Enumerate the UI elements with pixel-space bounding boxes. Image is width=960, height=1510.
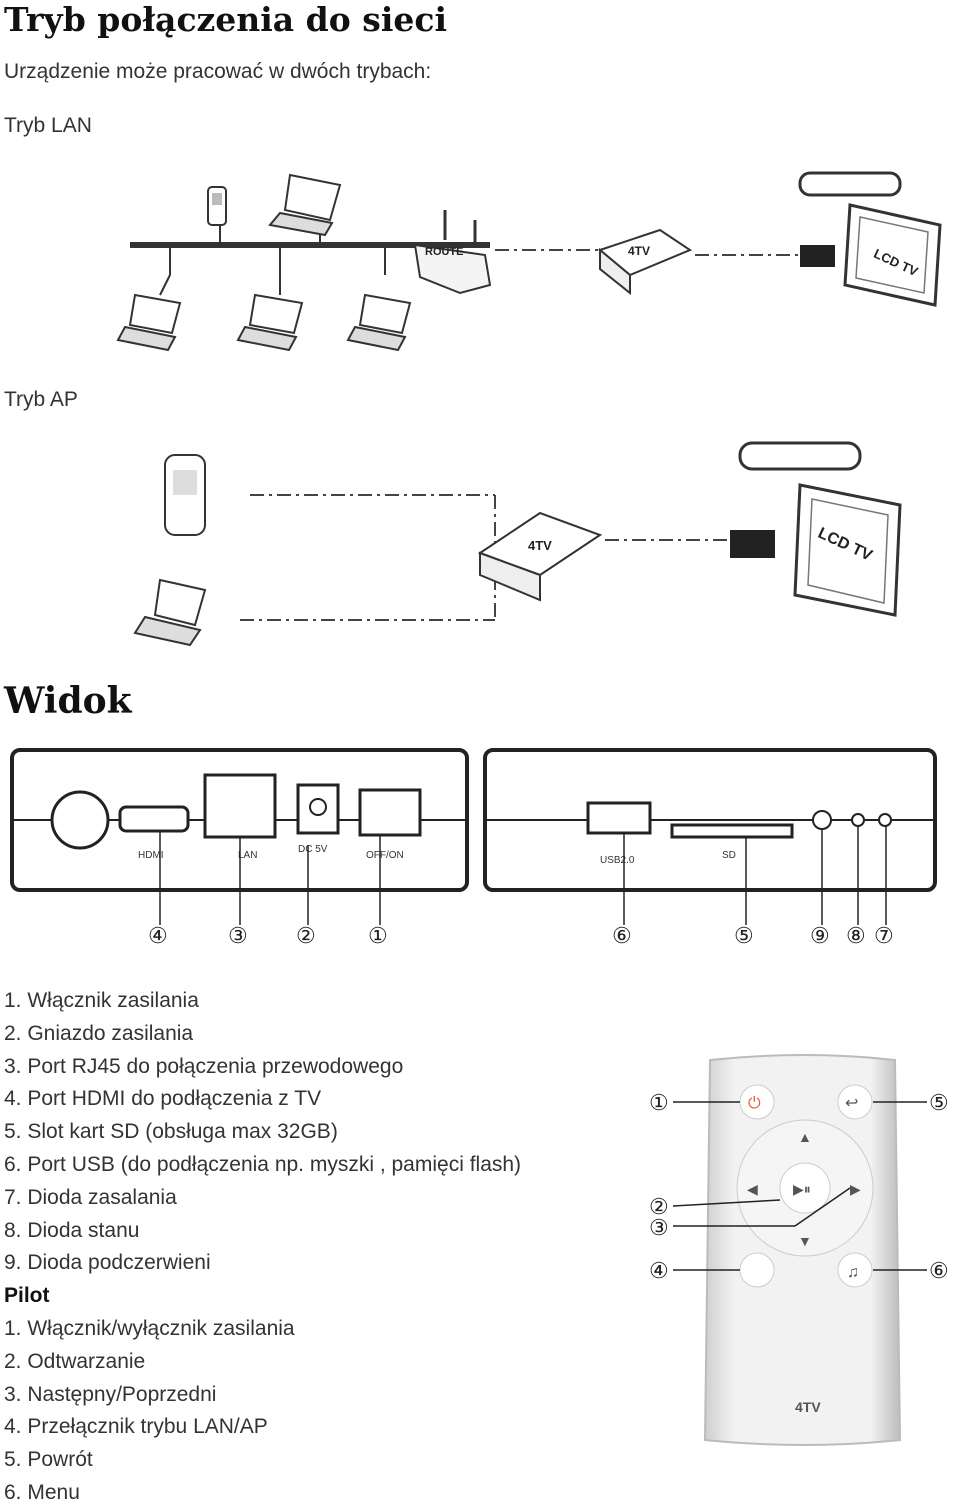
- play-pause-icon: ▶⏸: [793, 1181, 811, 1197]
- mode-button: [739, 1252, 775, 1288]
- dc-label: DC 5V: [298, 844, 328, 855]
- callout-7: ⑦: [874, 923, 894, 948]
- usb-label: USB2.0: [600, 855, 635, 866]
- media-box-icon: 4TV: [597, 228, 693, 296]
- device-panels: HDMI LAN DC 5V OFF/ON USB2.0 SD ④ ③ ② ① …: [10, 748, 937, 948]
- list-item: 2. Gniazdo zasilania: [4, 1021, 194, 1045]
- laptop-icon: [116, 293, 182, 352]
- phone-icon: [164, 454, 206, 536]
- back-button: [837, 1084, 873, 1120]
- callout-4: ④: [148, 923, 168, 948]
- list-item: 3. Następny/Poprzedni: [4, 1382, 217, 1406]
- media-types-icon: [738, 441, 862, 471]
- list-item: 9. Dioda podczerwieni: [4, 1251, 211, 1275]
- view-heading: Widok: [4, 680, 132, 722]
- list-item: 3. Port RJ45 do połączenia przewodowego: [4, 1054, 404, 1078]
- list-item: 1. Włącznik zasilania: [4, 989, 199, 1012]
- lcd-tv-icon: LCD TV: [793, 483, 902, 617]
- intro-text: Urządzenie może pracować w dwóch trybach…: [4, 60, 432, 83]
- callout-6: ⑥: [612, 923, 632, 948]
- hdmi-cable-icon: [730, 530, 775, 558]
- lan-mode-diagram: ROUTE 4TV LCD TV: [116, 171, 942, 352]
- lan-port: [203, 773, 277, 839]
- router-icon: ROUTE: [413, 210, 492, 295]
- remote-callout-2: ②: [649, 1194, 669, 1219]
- callout-3: ③: [228, 923, 248, 948]
- laptop-icon: [268, 173, 342, 237]
- list-item: 5. Slot kart SD (obsługa max 32GB): [4, 1120, 338, 1144]
- lan-label: LAN: [238, 850, 257, 861]
- front-panel: USB2.0 SD: [483, 748, 937, 892]
- menu-button: [837, 1252, 873, 1288]
- remote-heading: Pilot: [4, 1284, 50, 1308]
- remote-callout-6: ⑥: [929, 1258, 949, 1283]
- media-box-icon: 4TV: [477, 511, 603, 602]
- remote-callout-1: ①: [649, 1090, 669, 1115]
- hdmi-cable-icon: [800, 245, 835, 267]
- menu-icon: ♫: [847, 1264, 859, 1281]
- back-panel: HDMI LAN DC 5V OFF/ON: [10, 748, 469, 892]
- remote-callout-4: ④: [649, 1258, 669, 1283]
- list-item: 8. Dioda stanu: [4, 1218, 140, 1242]
- back-icon: ↩: [845, 1095, 858, 1112]
- phone-icon: [207, 186, 227, 226]
- list-item: 6. Port USB (do podłączenia np. myszki ,…: [4, 1152, 522, 1176]
- sd-label: SD: [722, 850, 736, 861]
- list-item: 6. Menu: [4, 1480, 80, 1504]
- list-item: 2. Odtwarzanie: [4, 1349, 146, 1373]
- callout-8: ⑧: [846, 923, 866, 948]
- laptop-icon: [346, 293, 412, 352]
- callout-2: ②: [296, 923, 316, 948]
- right-arrow-icon: ▶: [850, 1181, 861, 1197]
- list-item: 4. Przełącznik trybu LAN/AP: [4, 1415, 268, 1439]
- laptop-icon: [133, 578, 207, 647]
- device-items-list: 1. Włącznik zasilania 2. Gniazdo zasilan…: [4, 985, 521, 1510]
- power-led: [878, 813, 892, 827]
- mode-ap-label: Tryb AP: [4, 388, 78, 411]
- remote-callout-5: ⑤: [929, 1090, 949, 1115]
- list-item: 7. Dioda zasalania: [4, 1185, 177, 1209]
- status-led: [851, 813, 865, 827]
- callout-9: ⑨: [810, 923, 830, 948]
- box-label: 4TV: [628, 244, 650, 258]
- media-types-icon: [798, 171, 902, 197]
- list-item: 4. Port HDMI do podłączenia z TV: [4, 1087, 322, 1111]
- offon-label: OFF/ON: [366, 850, 404, 861]
- remote-control: ⏻ ↩ ▶⏸ ▲ ▼ ◀ ▶ ♫ 4TV ① ⑤ ② ③ ④ ⑥: [649, 1054, 949, 1446]
- laptop-icon: [236, 293, 304, 352]
- list-item: 5. Powrót: [4, 1448, 93, 1472]
- page-title: Tryb połączenia do sieci: [4, 0, 447, 39]
- power-icon: ⏻: [748, 1095, 761, 1112]
- callout-1: ①: [368, 923, 388, 948]
- sd-slot: [670, 823, 794, 839]
- up-arrow-icon: ▲: [798, 1129, 812, 1145]
- router-label: ROUTE: [425, 246, 464, 258]
- hdmi-label: HDMI: [138, 850, 164, 861]
- left-arrow-icon: ◀: [747, 1181, 758, 1197]
- mode-lan-label: Tryb LAN: [4, 114, 92, 137]
- lcd-tv-icon: LCD TV: [843, 203, 942, 307]
- ap-mode-diagram: 4TV LCD TV: [133, 441, 902, 647]
- power-switch: [358, 788, 422, 837]
- callout-5: ⑤: [734, 923, 754, 948]
- box-label: 4TV: [528, 538, 552, 553]
- remote-callout-3: ③: [649, 1215, 669, 1240]
- usb-port: [586, 801, 652, 835]
- remote-brand: 4TV: [795, 1399, 821, 1415]
- hdmi-port: [118, 805, 190, 833]
- down-arrow-icon: ▼: [798, 1233, 812, 1249]
- play-button: [779, 1162, 831, 1214]
- list-item: 1. Włącznik/wyłącznik zasilania: [4, 1316, 295, 1340]
- ir-led: [812, 810, 832, 830]
